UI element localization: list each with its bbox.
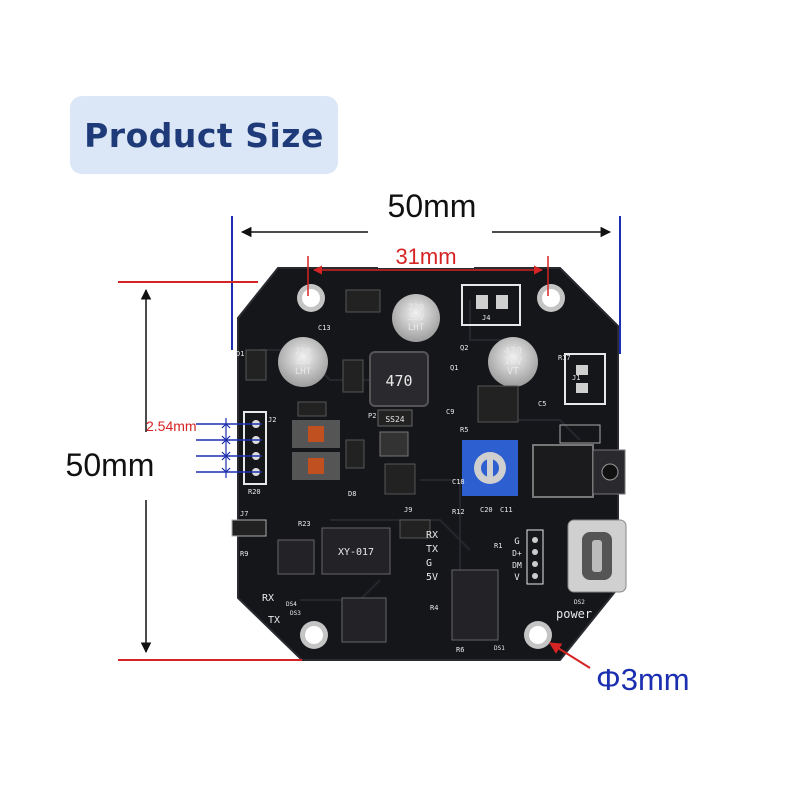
- inductor-label: 470: [385, 372, 412, 390]
- ref-designator: R20: [248, 488, 261, 496]
- capacitor-marking: VT: [507, 366, 519, 377]
- usb-c-port-icon: [567, 519, 627, 593]
- jumper-j7: [231, 519, 267, 537]
- tactile-button: [379, 431, 409, 457]
- side-pin-header: G D+ DM V: [512, 529, 544, 585]
- ref-designator: R1: [494, 542, 502, 550]
- capacitor-marking: 220: [408, 303, 424, 313]
- ref-designator: C20: [480, 506, 493, 514]
- hole-diameter-label: Φ3mm: [596, 662, 690, 697]
- capacitor-marking: 470: [504, 346, 522, 357]
- capacitor-marking: 16V: [504, 356, 522, 367]
- ref-designator: R17: [558, 354, 571, 362]
- ref-designator: J7: [240, 510, 248, 518]
- pin-label: TX: [426, 544, 438, 555]
- product-size-badge: Product Size: [70, 96, 338, 174]
- ref-designator: R5: [460, 426, 468, 434]
- capacitor-marking: 35V: [408, 313, 425, 323]
- led-label: DS3: [290, 610, 301, 617]
- pin-labels: RX TX G 5V: [426, 530, 438, 583]
- pin-label: G: [426, 558, 432, 569]
- side-pin-label: G: [514, 537, 519, 547]
- side-pin-label: DM: [512, 561, 522, 570]
- led-label: DS2: [574, 599, 585, 606]
- ref-designator: R9: [240, 550, 248, 558]
- ref-designator: Q2: [460, 344, 468, 352]
- hole-diameter-dimension: Φ3mm: [548, 642, 690, 697]
- ref-designator: J9: [404, 506, 412, 514]
- chip-ss24: SS24: [377, 409, 413, 427]
- connector-j4: [461, 284, 521, 326]
- height-dimension: 50mm: [66, 281, 302, 661]
- ref-designator: R4: [430, 604, 438, 612]
- potentiometer-icon: [462, 440, 518, 496]
- ref-designator: R23: [298, 520, 311, 528]
- pin-label: RX: [426, 530, 438, 541]
- ref-designator: C9: [446, 408, 454, 416]
- ref-designator: C11: [500, 506, 513, 514]
- ref-designator: C18: [452, 478, 465, 486]
- left-label-rx: RX: [262, 593, 274, 604]
- main-chip-label: XY-017: [338, 547, 374, 558]
- left-label-tx: TX: [268, 615, 280, 626]
- ref-designator: C5: [538, 400, 546, 408]
- inductor: 470: [369, 351, 429, 407]
- ref-designator: P2: [368, 412, 376, 420]
- capacitor-marking: LHT: [408, 323, 425, 333]
- ref-designator: D8: [348, 490, 356, 498]
- ref-designator: J1: [572, 374, 580, 382]
- ss24-label: SS24: [385, 415, 404, 424]
- height-label: 50mm: [66, 447, 155, 483]
- capacitor-marking: LHT: [295, 367, 312, 377]
- ref-designator: J4: [482, 314, 490, 322]
- led-label: DS1: [494, 645, 505, 652]
- hole-spacing-dimension: 31mm: [307, 244, 549, 296]
- regulator-chip: [345, 289, 381, 313]
- mounting-hole-icon: [297, 284, 565, 649]
- hole-spacing-label: 31mm: [395, 244, 456, 269]
- capacitor-marking: 220: [295, 347, 311, 357]
- pin-pitch-label: 2.54mm: [146, 418, 197, 434]
- ref-designator: R6: [456, 646, 464, 654]
- ref-designator: D1: [236, 350, 244, 358]
- led-label: DS4: [286, 601, 297, 608]
- ref-designator: R12: [452, 508, 465, 516]
- power-label: power: [556, 607, 592, 621]
- ref-designator: C13: [318, 324, 331, 332]
- width-dimension: 50mm: [231, 188, 621, 354]
- width-label: 50mm: [388, 188, 477, 224]
- chip-main: XY-017: [321, 527, 391, 575]
- ref-designator: Q1: [450, 364, 458, 372]
- badge-title: Product Size: [84, 115, 324, 155]
- pin-label: 5V: [426, 572, 438, 583]
- pin-pitch-dimension: 2.54mm: [146, 418, 262, 478]
- audio-jack-icon: [532, 424, 626, 498]
- ref-designator: J2: [268, 416, 276, 424]
- chip-ic: [451, 569, 499, 641]
- capacitor-marking: 35V: [295, 357, 312, 367]
- side-pin-label: D+: [512, 549, 522, 558]
- side-pin-label: V: [514, 573, 520, 583]
- connector-j1: [564, 353, 606, 405]
